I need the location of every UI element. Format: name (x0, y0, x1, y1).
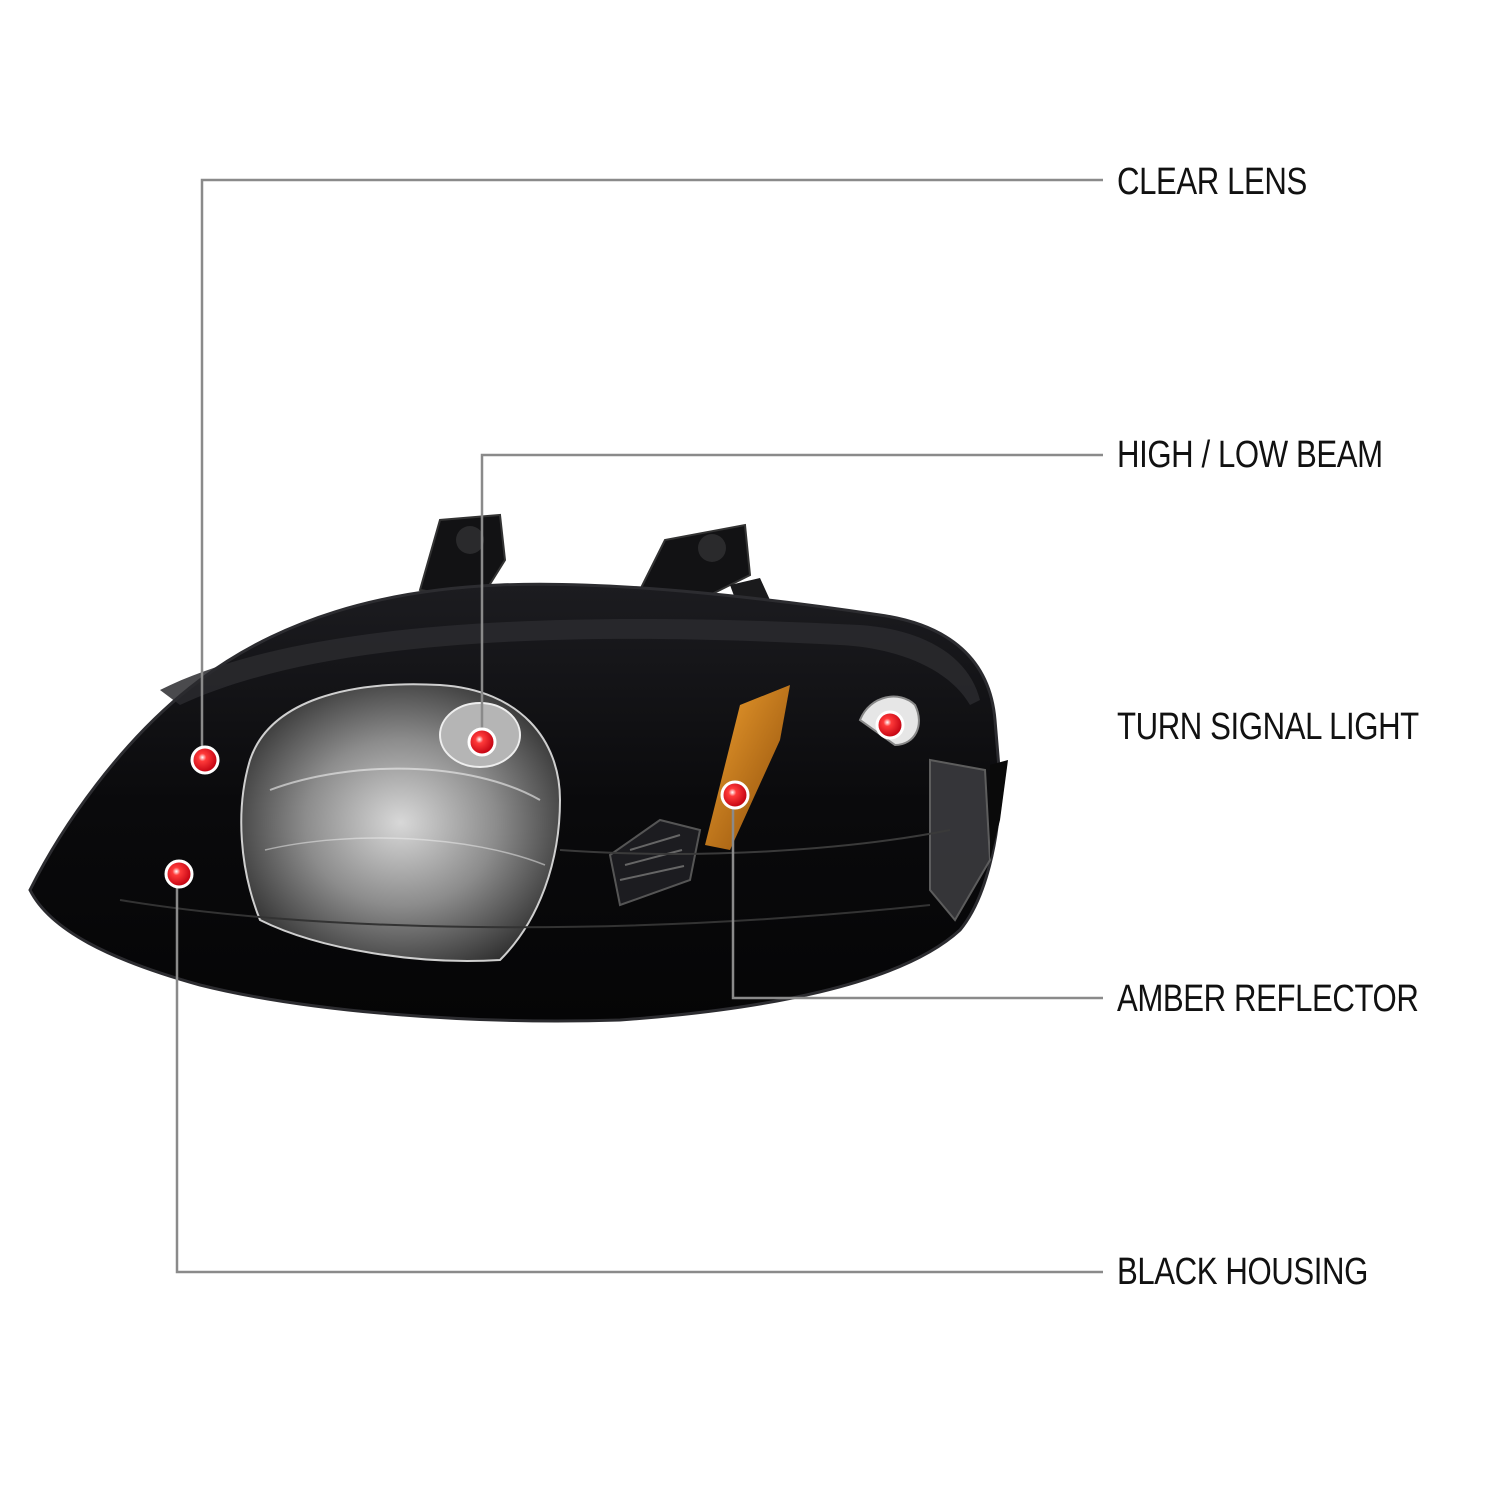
amber-reflector-strip (705, 685, 790, 850)
side-marker (929, 758, 992, 922)
label-black-housing: BLACK HOUSING (1117, 1251, 1368, 1293)
label-turn-signal-light: TURN SIGNAL LIGHT (1117, 706, 1419, 748)
label-clear-lens: CLEAR LENS (1117, 161, 1307, 203)
marker-dots (164, 710, 905, 889)
mounting-hole-left (456, 526, 484, 554)
marker-clear-lens (190, 745, 220, 775)
marker-turn-signal (875, 710, 905, 740)
inner-grille (608, 818, 702, 907)
marker-black-housing (164, 859, 194, 889)
marker-high-low-beam (467, 727, 497, 757)
label-amber-reflector: AMBER REFLECTOR (1117, 978, 1419, 1020)
lens-top-band (160, 618, 980, 705)
headlight-assembly (28, 513, 1008, 1023)
mounting-hole-right (698, 534, 726, 562)
label-high-low-beam: HIGH / LOW BEAM (1117, 434, 1383, 476)
marker-amber-reflector (720, 780, 750, 810)
leader-lines (175, 178, 1103, 1274)
